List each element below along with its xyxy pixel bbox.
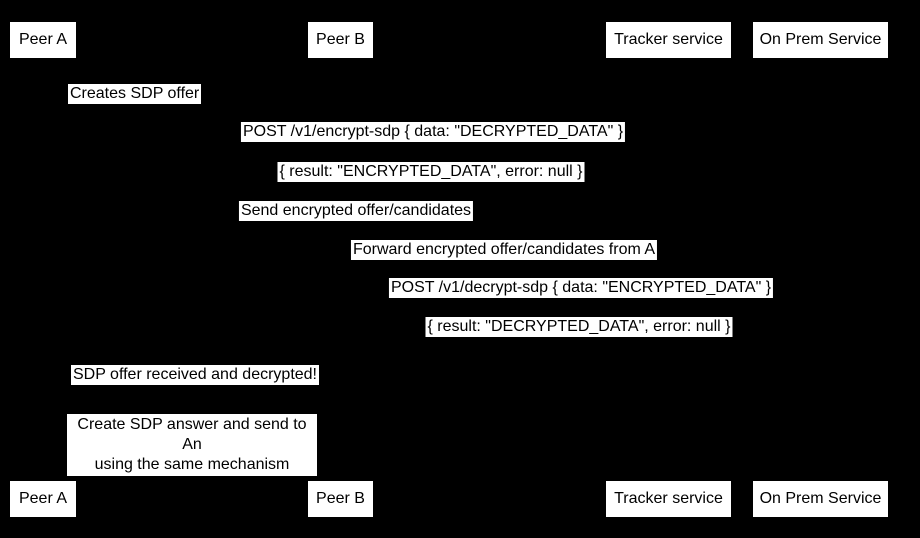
note-create-sdp-answer: Create SDP answer and send to An using t… <box>67 414 317 476</box>
note-line-1: Create SDP answer and send to An <box>77 416 307 453</box>
message-post-decrypt-sdp: POST /v1/decrypt-sdp { data: "ENCRYPTED_… <box>388 278 774 298</box>
message-creates-sdp-offer: Creates SDP offer <box>68 84 202 104</box>
actor-peer-a-top: Peer A <box>10 22 76 58</box>
message-forward-encrypted-offer: Forward encrypted offer/candidates from … <box>350 240 658 260</box>
message-decrypt-result: { result: "DECRYPTED_DATA", error: null … <box>425 317 733 337</box>
actor-tracker-service-top: Tracker service <box>606 22 731 58</box>
message-send-encrypted-offer: Send encrypted offer/candidates <box>238 201 474 221</box>
actor-tracker-service-bottom: Tracker service <box>606 481 731 517</box>
actor-peer-b-top: Peer B <box>308 22 373 58</box>
actor-on-prem-service-bottom: On Prem Service <box>753 481 888 517</box>
actor-peer-a-bottom: Peer A <box>10 481 76 517</box>
message-sdp-offer-received: SDP offer received and decrypted! <box>71 365 319 385</box>
message-encrypt-result: { result: "ENCRYPTED_DATA", error: null … <box>277 162 585 182</box>
actor-peer-b-bottom: Peer B <box>308 481 373 517</box>
message-post-encrypt-sdp: POST /v1/encrypt-sdp { data: "DECRYPTED_… <box>240 122 626 142</box>
actor-on-prem-service-top: On Prem Service <box>753 22 888 58</box>
note-line-2: using the same mechanism <box>94 456 290 473</box>
